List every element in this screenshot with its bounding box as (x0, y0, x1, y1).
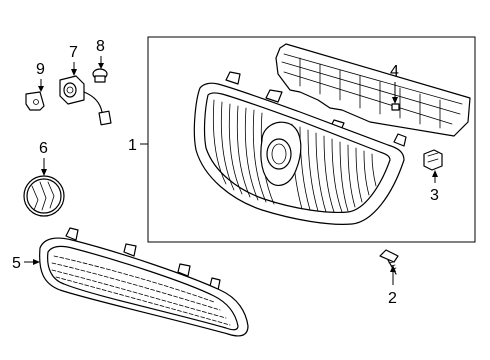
callout-3: 3 (430, 170, 439, 204)
emblem-part (23, 175, 65, 217)
camera-bracket-part (25, 91, 45, 111)
callout-8: 8 (96, 38, 105, 69)
callout-3-label: 3 (430, 187, 439, 204)
callout-4-label: 4 (390, 63, 399, 80)
callout-4: 4 (390, 63, 399, 104)
callout-7-label: 7 (69, 44, 78, 61)
upper-bracket-part (275, 43, 471, 137)
lower-grille-part (39, 227, 249, 337)
callout-8-label: 8 (96, 38, 105, 55)
callout-2-label: 2 (388, 290, 397, 307)
callout-5: 5 (12, 255, 40, 272)
callout-2: 2 (388, 265, 397, 307)
callout-9: 9 (36, 61, 45, 92)
callout-5-label: 5 (12, 255, 21, 272)
callout-6: 6 (39, 140, 48, 176)
callout-9-label: 9 (36, 61, 45, 78)
callout-7: 7 (69, 44, 78, 76)
assembly-frame (147, 36, 476, 243)
callout-1-label: 1 (128, 137, 137, 154)
camera-part (59, 75, 112, 126)
grille-part (193, 71, 407, 225)
callout-6-label: 6 (39, 140, 48, 157)
clip-part (423, 149, 443, 171)
callout-1: 1 (128, 137, 148, 154)
bolt-part (92, 68, 108, 83)
